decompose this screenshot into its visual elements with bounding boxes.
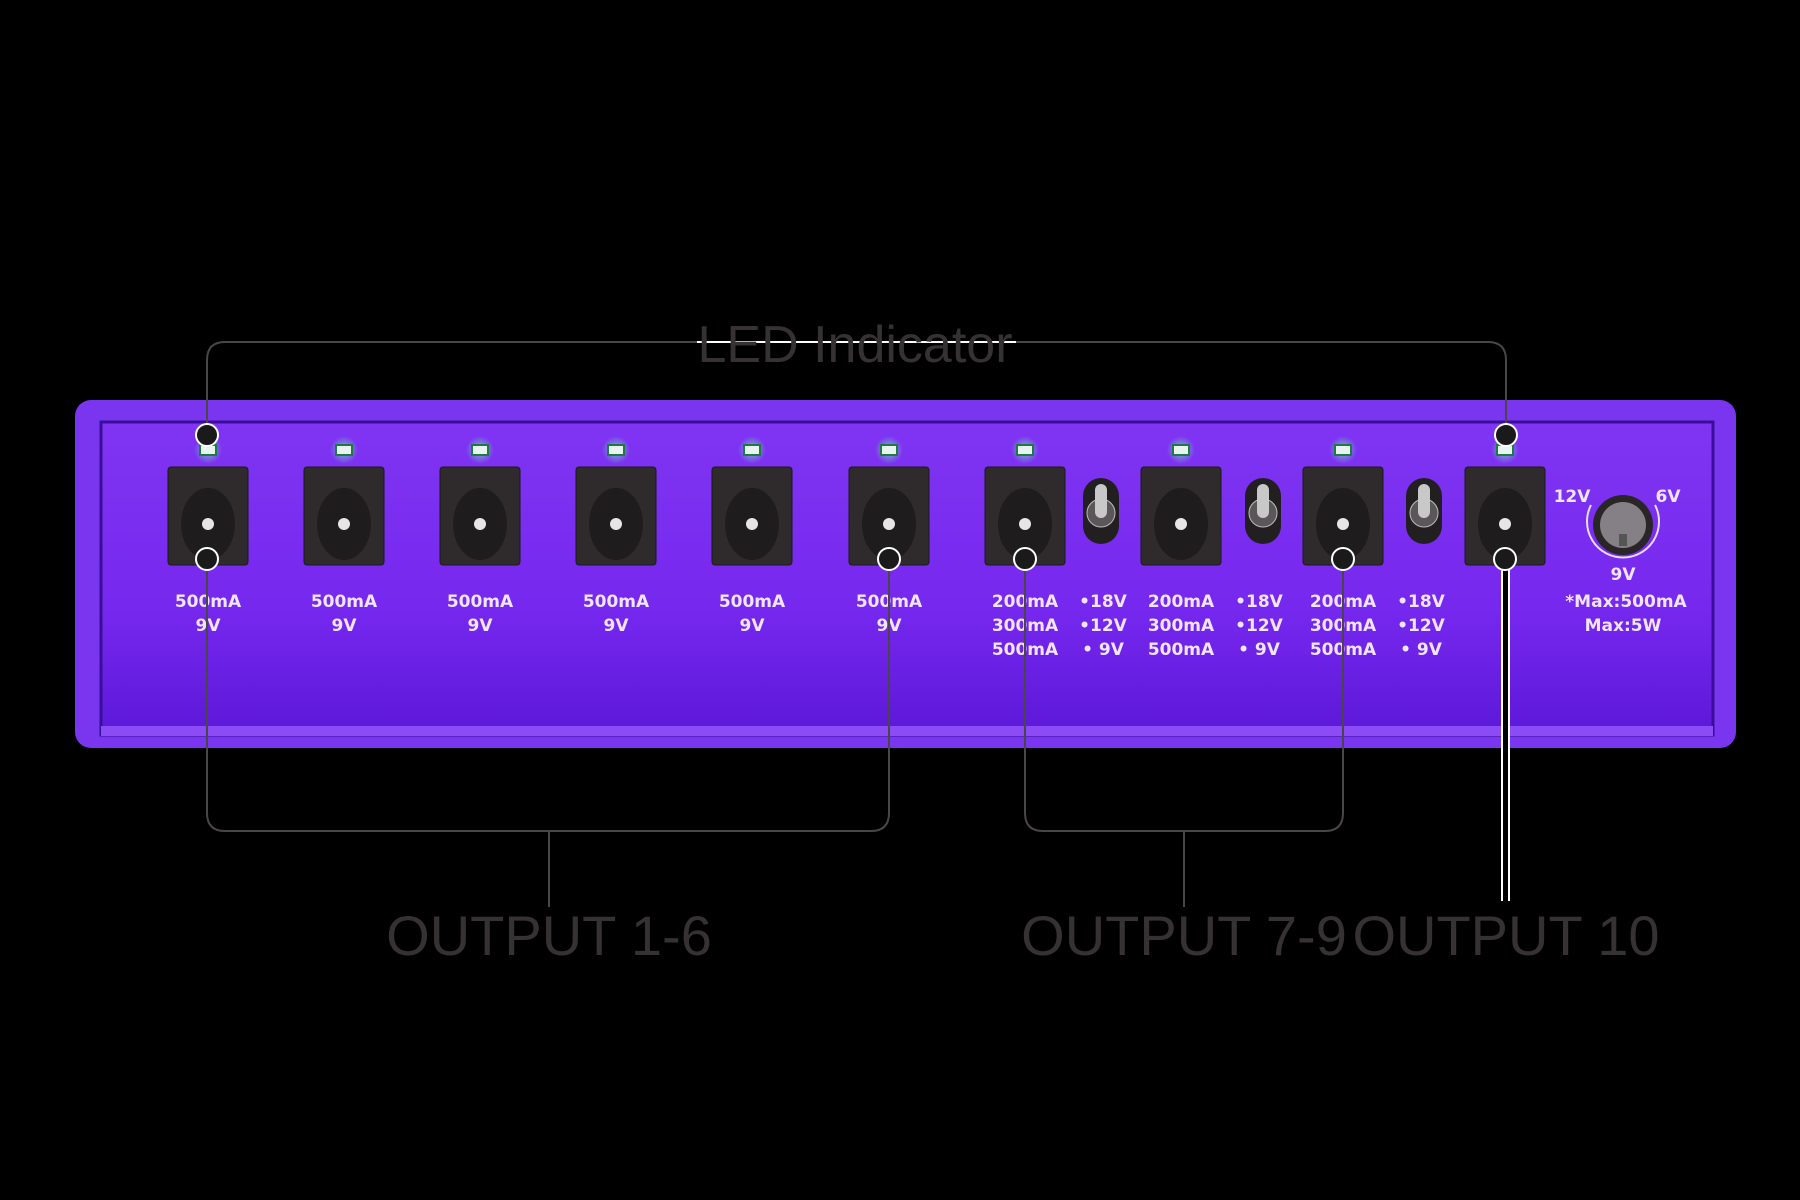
- dc-jack-pin: [202, 518, 214, 530]
- output-jack-3[interactable]: 500mA 9V: [439, 436, 521, 636]
- output-jack-2[interactable]: 500mA 9V: [303, 436, 385, 636]
- max-power-note: Max:5W: [1585, 616, 1662, 636]
- dc-jack-pin: [1175, 518, 1187, 530]
- output-jack-8[interactable]: 200mA 300mA 500mA •18V •12V • 9V: [1140, 436, 1284, 660]
- dc-jack-pin: [610, 518, 622, 530]
- callout-dot: [1331, 547, 1355, 571]
- group-label-output-1-6: OUTPUT 1-6: [386, 904, 712, 967]
- output-jack-1[interactable]: 500mA 9V: [167, 436, 249, 636]
- callout-dot: [1493, 547, 1517, 571]
- callout-dot: [195, 547, 219, 571]
- led-indicator-title: LED Indicator: [697, 316, 1012, 374]
- callout-dots: [195, 423, 1518, 571]
- output-jacks: 500mA 9V 500mA 9V 500mA 9V 500mA 9V 500mA 9V 500mA…: [167, 436, 1546, 660]
- callout-dot: [1494, 423, 1518, 447]
- output-spec-label: 500mA: [1148, 640, 1215, 660]
- voltage-toggles: [1083, 478, 1442, 544]
- voltage-option-label: •12V: [1397, 616, 1446, 636]
- led-indicator-icon: [1016, 444, 1034, 456]
- dc-jack-pin: [338, 518, 350, 530]
- voltage-toggle-switch[interactable]: [1245, 478, 1281, 544]
- voltage-option-label: • 9V: [1238, 640, 1281, 660]
- dc-jack-pin: [883, 518, 895, 530]
- knob-label-9v: 9V: [1611, 565, 1637, 585]
- output-jack-5[interactable]: 500mA 9V: [711, 436, 793, 636]
- voltage-option-label: •12V: [1235, 616, 1284, 636]
- led-indicator-icon: [335, 444, 353, 456]
- voltage-toggle-switch[interactable]: [1406, 478, 1442, 544]
- led-indicator-icon: [607, 444, 625, 456]
- knob-label-12v: 12V: [1554, 487, 1592, 507]
- led-indicator-icon: [743, 444, 761, 456]
- callout-dot: [195, 423, 219, 447]
- output-spec-label: 9V: [196, 616, 222, 636]
- output-spec-label: 500mA: [175, 592, 242, 612]
- voltage-option-label: • 9V: [1082, 640, 1125, 660]
- led-indicator-icon: [1172, 444, 1190, 456]
- group-label-output-10: OUTPUT 10: [1352, 904, 1659, 967]
- output-spec-label: 300mA: [1148, 616, 1215, 636]
- led-indicator-icon: [880, 444, 898, 456]
- callout-dot: [877, 547, 901, 571]
- output-spec-label: 500mA: [719, 592, 786, 612]
- voltage-option-label: • 9V: [1400, 640, 1443, 660]
- dc-jack-pin: [746, 518, 758, 530]
- voltage-option-label: •18V: [1079, 592, 1128, 612]
- output-spec-label: 9V: [468, 616, 494, 636]
- led-indicator-icon: [1334, 444, 1352, 456]
- output-jack-4[interactable]: 500mA 9V: [575, 436, 657, 636]
- dc-jack-pin: [1019, 518, 1031, 530]
- dc-jack-pin: [474, 518, 486, 530]
- output-spec-label: 200mA: [1148, 592, 1215, 612]
- voltage-option-label: •12V: [1079, 616, 1128, 636]
- output-spec-label: 9V: [604, 616, 630, 636]
- output-spec-label: 9V: [740, 616, 766, 636]
- voltage-option-label: •18V: [1397, 592, 1446, 612]
- led-indicator-icon: [471, 444, 489, 456]
- dc-jack-pin: [1499, 518, 1511, 530]
- output-spec-label: 500mA: [583, 592, 650, 612]
- group-label-output-7-9: OUTPUT 7-9: [1021, 904, 1347, 967]
- knob-label-6v: 6V: [1656, 487, 1682, 507]
- callout-dot: [1013, 547, 1037, 571]
- output-spec-label: 9V: [332, 616, 358, 636]
- panel-lip: [101, 726, 1713, 736]
- voltage-knob[interactable]: [1586, 495, 1660, 559]
- voltage-toggle-switch[interactable]: [1083, 478, 1119, 544]
- max-current-note: *Max:500mA: [1565, 592, 1687, 612]
- output-spec-label: 500mA: [447, 592, 514, 612]
- output-spec-label: 500mA: [311, 592, 378, 612]
- output10-line: [1501, 565, 1510, 901]
- dc-jack-pin: [1337, 518, 1349, 530]
- voltage-option-label: •18V: [1235, 592, 1284, 612]
